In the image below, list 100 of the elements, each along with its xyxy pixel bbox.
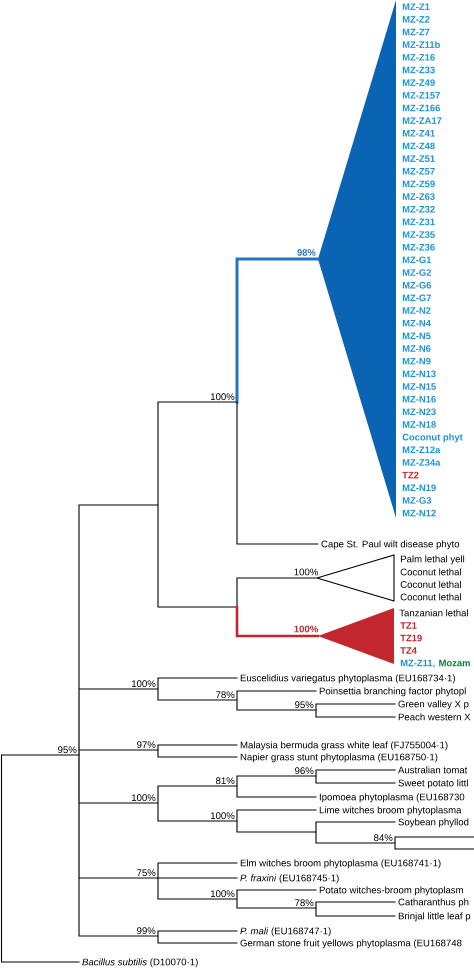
bootstrap-value: 78% [216, 691, 234, 698]
taxon-label: MZ-N5 [402, 332, 431, 340]
tree-branch [157, 504, 238, 608]
taxon-label: MZ-N18 [402, 421, 436, 428]
taxon-label: Australian tomat [398, 766, 468, 774]
taxon-label: Poinsettia branching factor phytopl [320, 687, 466, 696]
tree-branch [157, 877, 238, 879]
taxon-label: MZ-Z51 [402, 155, 435, 162]
bootstrap-value: 84% [374, 834, 392, 842]
taxon-label: MZ-Z36 [402, 244, 435, 251]
tree-branch [315, 703, 396, 711]
tree-branch [236, 258, 320, 404]
tree-branch [236, 898, 317, 909]
taxon-label: Green valley X p [398, 700, 469, 710]
taxon-label: MZ-Z35 [402, 231, 435, 238]
bootstrap-value: 100% [132, 794, 156, 802]
taxon-label: Malaysia bermuda grass white leaf (FJ755004·1) [240, 741, 448, 750]
taxon-label: Tanzanian lethal [399, 609, 468, 616]
taxon-label: MZ-N19 [402, 484, 436, 492]
taxon-label: Soybean phyllod [398, 818, 468, 828]
bootstrap-value: 100% [210, 890, 234, 898]
tree-branch [236, 820, 317, 833]
taxon-label: MZ-Z31 [402, 218, 435, 226]
bootstrap-value: 100% [294, 626, 318, 632]
tree-branch [236, 690, 317, 701]
taxon-label: P. mali (EU168747·1) [240, 927, 331, 936]
tree-branch [236, 577, 318, 608]
collapsed-clade-triangle [318, 608, 394, 664]
bootstrap-value: 98% [297, 249, 316, 256]
taxon-label: MZ-Z34a [402, 459, 440, 466]
tree-branch [315, 769, 396, 777]
bootstrap-value: 100% [132, 680, 156, 688]
taxon-label: MZ-Z12a [402, 446, 440, 454]
tree-branch [157, 785, 238, 804]
taxon-label: MZ-N16 [402, 396, 436, 402]
tree-branch [157, 877, 238, 900]
taxon-label: Sweet potato littl [398, 779, 468, 788]
taxon-label: MZ-Z49 [402, 79, 435, 86]
tree-branch [157, 862, 238, 879]
taxon-label: MZ-Z33 [402, 66, 435, 74]
taxon-label: MZ-Z48 [402, 142, 435, 150]
tree-branch [157, 677, 238, 690]
taxon-label: MZ-G7 [402, 294, 432, 302]
tree-branch [315, 831, 396, 844]
tree-branch [157, 401, 238, 506]
bootstrap-value: 95% [58, 746, 76, 754]
collapsed-clade-triangle [318, 0, 396, 518]
taxon-label: MZ-Z11b [402, 41, 440, 48]
taxon-label: Coconut lethal [400, 568, 461, 576]
tree-branch [315, 709, 396, 718]
taxon-label: Lime witches broom phytoplasma [320, 806, 462, 816]
taxon-label: TZ19 [400, 634, 422, 642]
taxon-label: MZ-Z57 [402, 168, 435, 175]
bootstrap-value: 78% [295, 899, 314, 906]
taxon-label: MZ-G6 [402, 282, 432, 289]
taxon-label: MZ-Z1 [402, 3, 430, 10]
tree-branch [157, 802, 238, 822]
taxon-label: Brinjal little leaf p [398, 912, 470, 922]
bootstrap-value: 100% [210, 812, 234, 820]
bootstrap-value: 95% [295, 701, 314, 708]
taxon-label: TZ4 [400, 647, 417, 654]
taxon-label: MZ-G3 [402, 497, 432, 504]
taxon-label: Potato witches-broom phytoplasm [320, 886, 463, 896]
taxon-label: MZ-N2 [402, 307, 431, 314]
taxon-label: Coconut lethal [400, 580, 461, 588]
tree-branch [236, 889, 317, 900]
taxon-label: MZ-Z7 [402, 28, 430, 36]
bootstrap-value: 100% [294, 568, 318, 576]
tree-branch [0, 754, 80, 963]
tree-branch [157, 749, 238, 758]
tree-branch [315, 775, 396, 784]
taxon-label: MZ-Z11, [400, 660, 435, 668]
taxon-label: MZ-N6 [402, 345, 431, 352]
tree-branch [315, 901, 396, 909]
taxon-label: MZ-N9 [402, 358, 431, 364]
tree-branch [157, 688, 238, 701]
taxon-label: Napier grass stunt phytoplasma (EU168750·1) [240, 753, 438, 762]
taxon-label: TZ1 [400, 622, 417, 629]
taxon-label: TZ2 [402, 472, 419, 478]
taxon-label: MZ-Z157 [402, 92, 440, 99]
taxon-label: Cape St. Paul wilt disease phyto [322, 540, 460, 550]
taxon-label: MZ-G2 [402, 269, 432, 276]
tree-branch [236, 809, 317, 822]
taxon-label: Bacillus subtilis (D10070·1) [82, 958, 198, 968]
tree-branch [236, 606, 320, 638]
tree-branch [157, 744, 238, 751]
taxon-label: Coconut phyt [402, 434, 463, 442]
tree-branch [315, 907, 396, 917]
taxon-label: MZ-Z63 [402, 193, 435, 200]
tree-branch [315, 821, 396, 833]
tree-branch [236, 785, 317, 798]
taxon-label: Palm lethal yell [401, 555, 464, 564]
bootstrap-value: 96% [295, 767, 314, 774]
bootstrap-value: 75% [137, 869, 156, 876]
tree-branch [236, 775, 317, 787]
taxon-label: Euscelidius variegatus phytoplasma (EU168734·1) [240, 674, 455, 684]
taxon-label: Peach western X [398, 713, 470, 720]
taxon-label: MZ-Z32 [402, 206, 435, 213]
tree-branch [236, 401, 319, 545]
bootstrap-value: 99% [137, 927, 156, 934]
